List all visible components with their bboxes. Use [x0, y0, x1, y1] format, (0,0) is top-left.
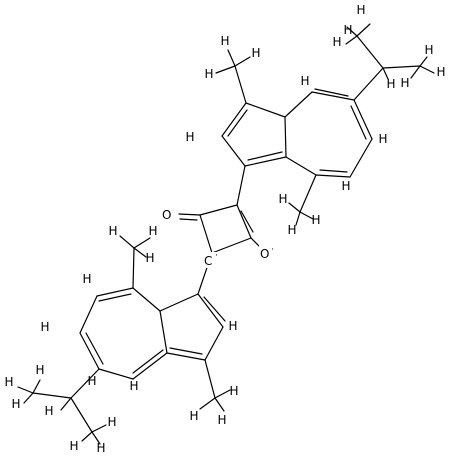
carbon-radical-label: C ·: [203, 251, 218, 268]
hydrogen-label: H: [229, 384, 238, 398]
hydrogen-label: H: [11, 397, 20, 411]
hydrogen-label: H: [40, 320, 49, 334]
upper-five-membered-ring: [221, 102, 287, 167]
lower-seven-membered-ring: [79, 287, 168, 380]
lower-isopropyl-group: [17, 368, 107, 445]
hydrogen-label: H: [4, 375, 13, 389]
hydrogen-label: H: [82, 272, 91, 286]
cyclobutene-core: [178, 165, 266, 254]
hydrogen-label: H: [87, 374, 96, 388]
hydrogen-label: H: [35, 363, 44, 377]
hydrogen-label: H: [343, 23, 352, 37]
hydrogen-label: H: [204, 67, 213, 81]
hydrogen-label: H: [386, 77, 395, 91]
hydrogen-label: H: [251, 46, 260, 60]
hydrogen-label: H: [378, 132, 387, 146]
svg-text:·: ·: [271, 245, 274, 255]
hydrogen-label: H: [341, 179, 350, 193]
svg-text:·: ·: [215, 251, 218, 261]
upper-seven-membered-ring: [284, 88, 373, 178]
hydrogen-label: H: [311, 213, 320, 227]
hydrogen-label: H: [278, 192, 287, 206]
lower-bottom-methyl: [199, 359, 231, 412]
hydrogen-label: H: [69, 439, 78, 453]
hydrogen-label: H: [400, 76, 409, 90]
svg-text:C: C: [204, 254, 212, 268]
lower-top-methyl: [119, 235, 151, 289]
hydrogen-label: H: [217, 413, 226, 427]
upper-bottom-methyl: [288, 174, 317, 226]
lower-five-membered-ring: [159, 252, 226, 361]
svg-text:O: O: [162, 208, 171, 222]
carbonyl-oxygen-label: O: [161, 206, 175, 222]
hydrogen-label: H: [332, 35, 341, 49]
upper-isopropyl-group: [345, 23, 435, 101]
hydrogen-label: H: [185, 130, 194, 144]
hydrogen-label: H: [300, 74, 309, 88]
hydrogen-label: H: [145, 251, 154, 265]
hydrogen-label: H: [189, 409, 198, 423]
hydrogen-label: H: [228, 319, 237, 333]
hydrogen-label: H: [356, 3, 365, 17]
oxy-radical-label: O ·: [259, 245, 274, 261]
hydrogen-label: H: [148, 224, 157, 238]
hydrogen-label: H: [287, 223, 296, 237]
upper-top-methyl: [215, 49, 251, 104]
hydrogen-label: H: [44, 404, 53, 418]
hydrogen-label: H: [436, 65, 445, 79]
hydrogen-label: H: [96, 441, 105, 455]
hydrogen-label: H: [424, 43, 433, 57]
svg-text:O: O: [260, 247, 269, 261]
hydrogen-label: H: [108, 224, 117, 238]
hydrogen-label: H: [220, 34, 229, 48]
hydrogen-label: H: [107, 415, 116, 429]
hydrogen-label: H: [129, 379, 138, 393]
